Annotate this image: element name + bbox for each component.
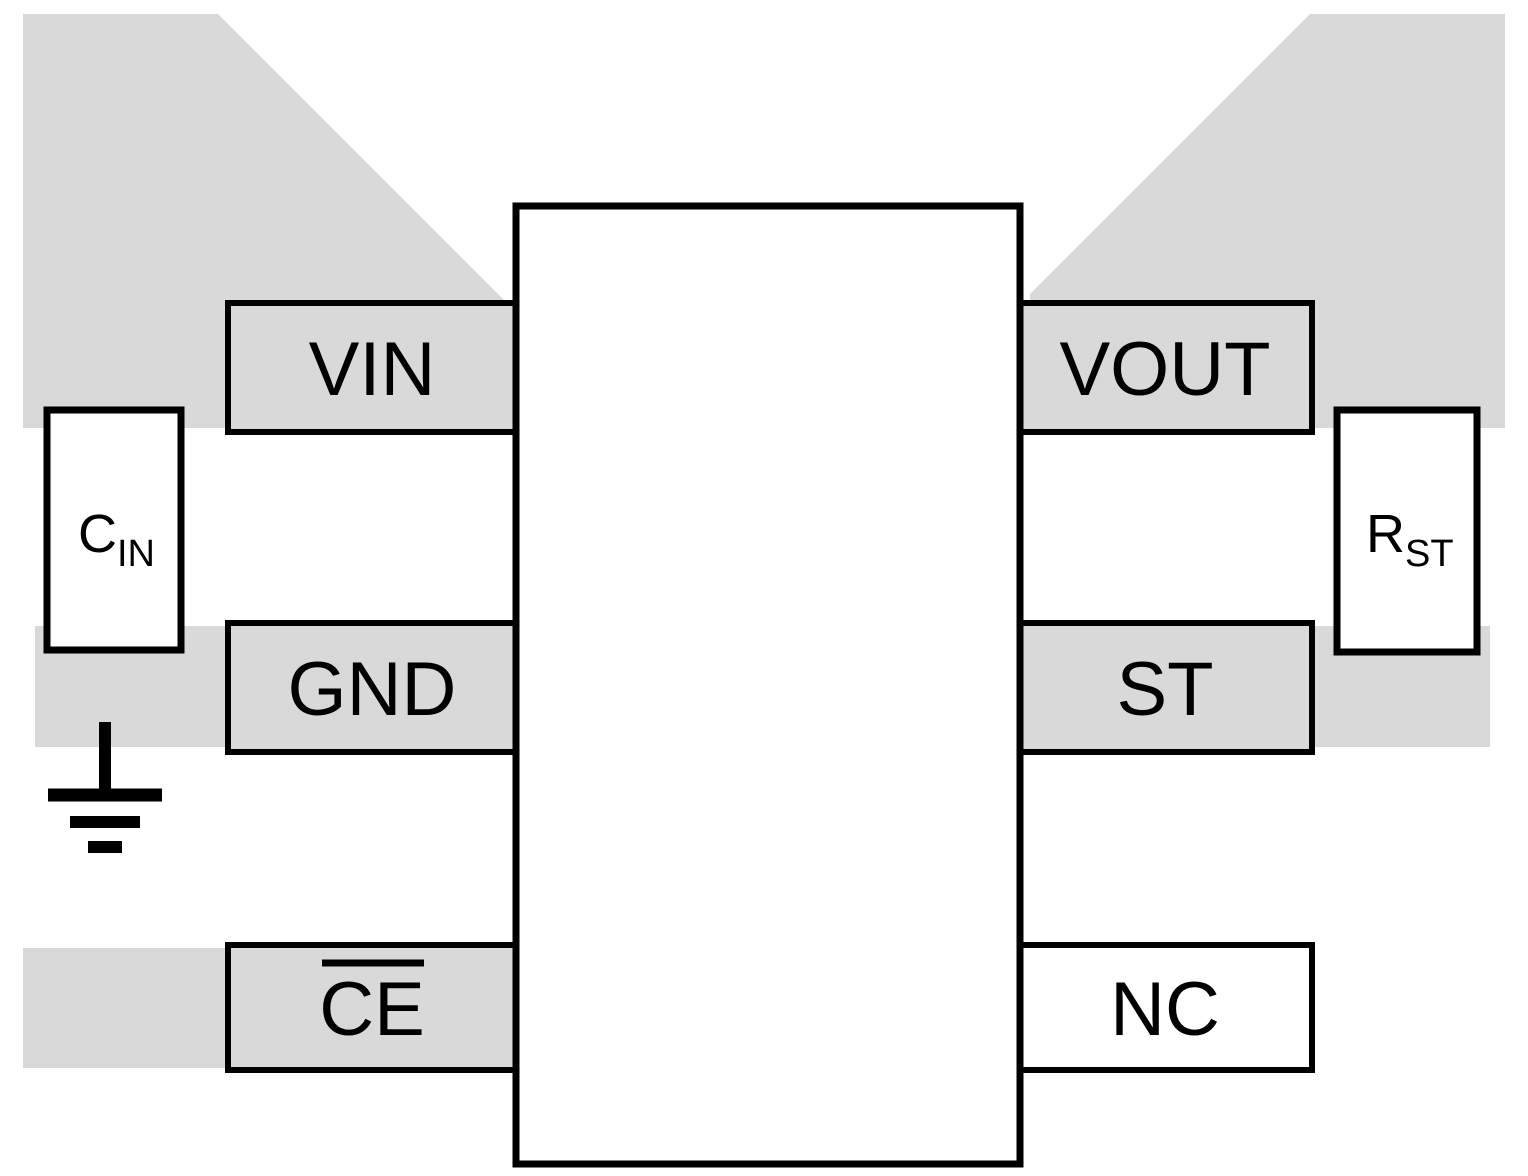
ground-symbol — [48, 722, 162, 853]
pad-vout[interactable] — [1017, 300, 1315, 435]
svg-text:CIN: CIN — [78, 504, 155, 575]
pad-label-st: ST — [1116, 647, 1213, 732]
pad-vin[interactable] — [225, 300, 519, 435]
pad-st[interactable] — [1017, 620, 1315, 755]
component-rst-body[interactable] — [1333, 406, 1481, 656]
pad-label-vout: VOUT — [1059, 327, 1270, 412]
pad-label-ce: CE — [319, 967, 425, 1052]
pad-gnd[interactable] — [225, 620, 519, 755]
svg-text:RST: RST — [1366, 504, 1454, 575]
component-cin-body[interactable] — [43, 406, 185, 654]
component-label-rst: RST — [1366, 504, 1454, 575]
cin-subscript: IN — [117, 533, 155, 575]
pad-label-nc: NC — [1110, 967, 1220, 1052]
pad-label-gnd: GND — [288, 647, 457, 732]
cin-designator: C — [78, 504, 117, 564]
rst-designator: R — [1366, 504, 1405, 564]
ic-body[interactable] — [512, 202, 1024, 1168]
pad-label-vin: VIN — [309, 327, 436, 412]
pad-label-ce-group: CE — [319, 959, 425, 1052]
rst-subscript: ST — [1405, 533, 1454, 575]
component-label-cin: CIN — [78, 504, 155, 575]
